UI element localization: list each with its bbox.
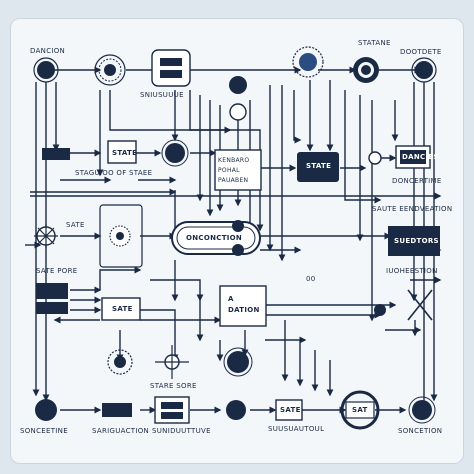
suedtors-box — [388, 226, 440, 256]
label-dootdete: DOOTDETE — [400, 48, 442, 56]
ripple-node-bottom-left — [107, 349, 133, 375]
label-sunduuttuve: SUNIDUUTTUVE — [152, 427, 211, 435]
label-a-dation: A DATION — [228, 295, 260, 314]
label-sniusuuue: SNIUSUUUE — [140, 91, 184, 99]
target-node-top — [94, 54, 126, 86]
label-sonceetine: SONCEETINE — [20, 427, 68, 435]
label-state-2: STATE — [306, 162, 332, 170]
label-dancion: DANCION — [30, 47, 66, 55]
end-node-bottom-right — [412, 400, 432, 420]
small-filled-node-right — [232, 220, 244, 232]
label-soncetion: SONCETION — [398, 427, 443, 435]
a-dation-box — [219, 285, 267, 327]
double-box-top — [151, 49, 191, 87]
label-sate-pore: SATE PORE — [36, 267, 78, 275]
dark-box-left-upper — [42, 148, 70, 160]
label-oncontion: ONCONCTION — [186, 234, 243, 242]
label-sat: SAT — [352, 406, 368, 414]
radial-node-top — [292, 46, 324, 78]
hollow-node-right — [368, 151, 382, 165]
label-value: 00 — [306, 275, 316, 283]
double-box-bottom — [154, 396, 190, 424]
state-box-2 — [297, 152, 339, 182]
sat-ring-node — [340, 390, 380, 430]
group-frame-left — [99, 204, 143, 268]
label-sate-left: SATE — [66, 221, 85, 229]
filled-node-bottom — [226, 400, 246, 420]
start-node-top-left — [37, 61, 55, 79]
end-node-bottom-left — [35, 399, 57, 421]
label-sate-box: SATE — [112, 305, 133, 313]
label-iuoheestion: IUOHEESTION — [386, 267, 438, 275]
filled-node-top — [229, 76, 247, 94]
label-suusuautoul: SUUSUAUTOUL — [268, 425, 325, 433]
end-node-top-right — [415, 61, 433, 79]
sate-box — [101, 297, 141, 321]
label-stare-sore: STARE SORE — [150, 382, 197, 390]
dots-node — [374, 304, 386, 316]
small-filled-node-right-2 — [232, 244, 244, 256]
sat-box — [345, 401, 375, 419]
note-box-center — [214, 149, 262, 191]
label-doncertime: DONCERTIME — [392, 177, 442, 185]
filled-node-bottom-middle — [227, 351, 249, 373]
label-sate-small: SATE — [280, 406, 301, 414]
label-sariguacion: SARIGUACTION — [92, 427, 150, 435]
state-box-1 — [107, 140, 137, 164]
node-layer — [33, 46, 440, 430]
small-box-bottom-1 — [102, 403, 132, 417]
label-dancies: DANCIES — [402, 153, 439, 161]
filled-node-middle — [165, 143, 185, 163]
label-staguioo: STAGUIOO OF STAEE — [75, 169, 153, 177]
label-suedtors: SUEDTORS — [394, 237, 439, 245]
label-state-1: STATE — [112, 149, 138, 157]
hollow-node-top — [229, 103, 247, 121]
cross-node — [407, 289, 433, 321]
label-center-note: KENBARO POHAL PAUABEN — [218, 157, 250, 184]
stack-box-left — [36, 283, 68, 299]
sate-small-box — [275, 399, 303, 421]
label-saute: SAUTE EENDVEATION — [372, 205, 453, 213]
label-statane: STATANE — [358, 39, 391, 47]
